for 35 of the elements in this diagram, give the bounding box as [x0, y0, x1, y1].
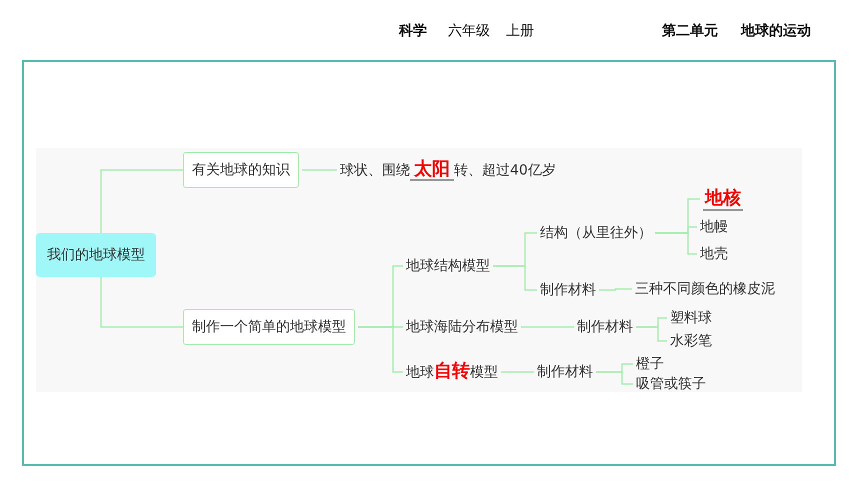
- branch-text: 三种不同颜色的橡皮泥: [635, 279, 775, 299]
- branch-text: 地幔: [700, 217, 728, 237]
- branch-text: 塑料球: [670, 308, 712, 328]
- header-text: 地球的运动: [741, 22, 811, 40]
- answer-text: 地核: [703, 188, 743, 210]
- header-text: 六年级: [448, 22, 490, 40]
- branch-text: 制作材料: [577, 317, 633, 337]
- branch-text: 地壳: [700, 244, 728, 264]
- branch-text: 地球结构模型: [406, 256, 490, 276]
- branch-text: 地球自转模型: [406, 362, 498, 382]
- branch-text: 制作材料: [537, 362, 593, 382]
- header-text: 第二单元: [662, 22, 718, 40]
- branch-text: 橙子: [636, 354, 664, 374]
- connector-line: [100, 277, 183, 328]
- connector-line: [655, 232, 697, 255]
- connector-line: [302, 169, 337, 171]
- branch-text: 水彩笔: [670, 331, 712, 351]
- topic-box: 制作一个简单的地球模型: [183, 309, 355, 345]
- header-text: 上册: [506, 22, 534, 40]
- connector-line: [358, 326, 403, 373]
- connector-line: [501, 371, 534, 373]
- topic-box: 有关地球的知识: [183, 152, 299, 188]
- connector-line: [493, 265, 537, 291]
- header-text: 科学: [399, 22, 427, 40]
- branch-text: 结构（从里往外）: [540, 223, 652, 243]
- branch-text: 制作材料: [540, 280, 596, 300]
- branch-text: 吸管或筷子: [636, 374, 706, 394]
- connector-line: [596, 371, 633, 385]
- connector-line: [100, 169, 183, 233]
- connector-line: [521, 326, 574, 328]
- branch-text: 地球海陆分布模型: [406, 317, 518, 337]
- fill-in-sentence: 球状、围绕太阳转、超过40亿岁: [340, 160, 556, 180]
- connector-line: [599, 288, 632, 291]
- connector-line: [636, 326, 667, 342]
- root-topic-box: 我们的地球模型: [36, 233, 156, 277]
